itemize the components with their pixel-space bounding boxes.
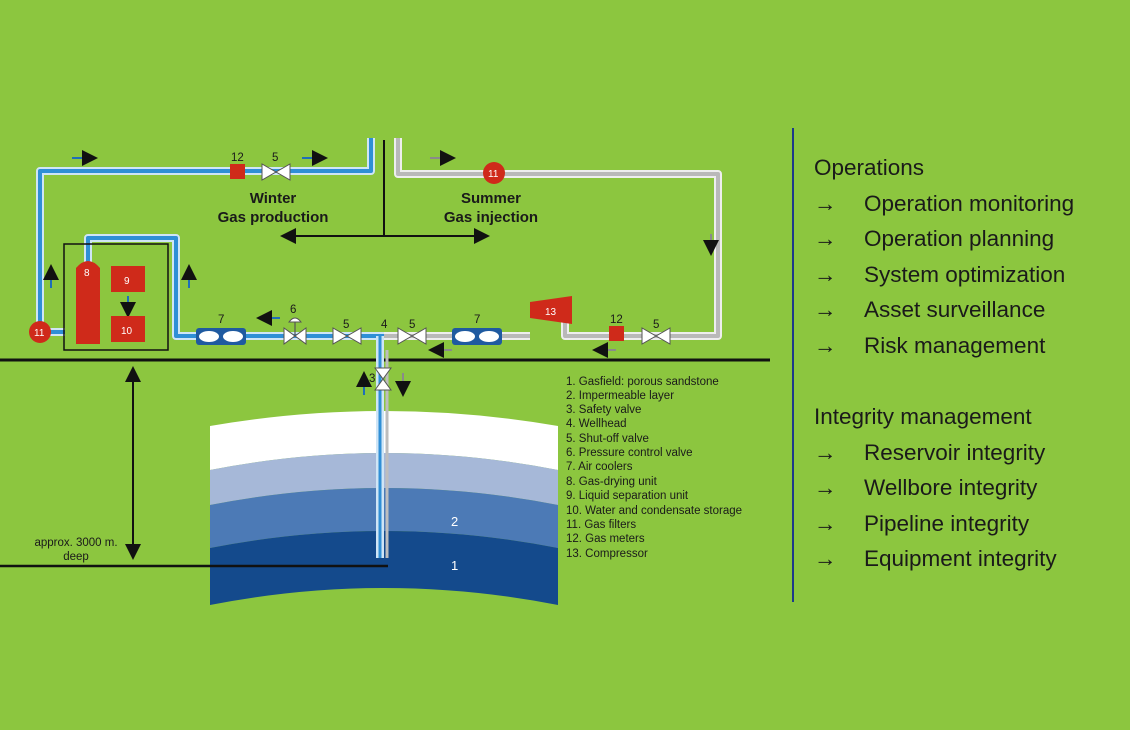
list-item: → Equipment integrity bbox=[814, 541, 1122, 577]
shutoff-valve-mid-right bbox=[397, 327, 427, 345]
list-item: → System optimization bbox=[814, 257, 1122, 293]
list-item-label: Reservoir integrity bbox=[864, 439, 1046, 465]
winter-label-line2: Gas production bbox=[218, 209, 329, 226]
air-cooler-right bbox=[452, 328, 502, 345]
num-7-left: 7 bbox=[218, 314, 224, 326]
component-numbers: 12 5 11 11 8 9 10 7 7 6 5 4 5 13 12 5 3 … bbox=[34, 152, 659, 573]
winter-label-line1: Winter bbox=[250, 190, 297, 207]
num-2: 2 bbox=[451, 514, 458, 529]
legend-item: 7. Air coolers bbox=[566, 461, 633, 473]
arrow-right-icon: → bbox=[814, 261, 837, 287]
num-12-top: 12 bbox=[231, 152, 244, 164]
equipment bbox=[29, 162, 671, 391]
list-item-label: System optimization bbox=[864, 261, 1066, 287]
list-item: → Reservoir integrity bbox=[814, 435, 1122, 471]
num-4: 4 bbox=[381, 319, 388, 331]
num-12-right: 12 bbox=[610, 314, 623, 326]
legend-item: 3. Safety valve bbox=[566, 404, 641, 416]
arrow-right-icon: → bbox=[814, 332, 837, 358]
arrow-right-icon: → bbox=[814, 439, 837, 465]
section-title-operations: Operations bbox=[814, 155, 925, 180]
svg-text:deep: deep bbox=[63, 551, 89, 563]
num-5-right: 5 bbox=[653, 319, 659, 331]
num-9: 9 bbox=[124, 276, 130, 287]
list-item: → Risk management bbox=[814, 328, 1122, 364]
gas-meter-top bbox=[230, 164, 245, 179]
list-item: → Wellbore integrity bbox=[814, 470, 1122, 506]
layer-gasfield bbox=[210, 531, 558, 605]
gas-filter-top bbox=[483, 162, 505, 184]
list-item: → Asset surveillance bbox=[814, 292, 1122, 328]
shutoff-valve-top bbox=[261, 163, 291, 181]
num-6: 6 bbox=[290, 304, 296, 316]
arrow-right-icon: → bbox=[814, 510, 837, 536]
list-item-label: Wellbore integrity bbox=[864, 475, 1038, 500]
legend-item: 11. Gas filters bbox=[566, 519, 636, 531]
num-3: 3 bbox=[369, 373, 375, 385]
list-item-label: Operation planning bbox=[864, 226, 1055, 251]
list-item: → Pipeline integrity bbox=[814, 506, 1122, 542]
legend-item: 5. Shut-off valve bbox=[566, 433, 649, 445]
num-1: 1 bbox=[451, 558, 458, 573]
legend-item: 12. Gas meters bbox=[566, 533, 645, 545]
list-item-label: Pipeline integrity bbox=[864, 510, 1030, 536]
arrow-right-icon: → bbox=[814, 226, 837, 251]
arrow-right-icon: → bbox=[814, 190, 837, 216]
legend-item: 1. Gasfield: porous sandstone bbox=[566, 376, 719, 388]
safety-valve bbox=[374, 367, 392, 391]
list-item-label: Equipment integrity bbox=[864, 546, 1057, 571]
treatment-enclosure bbox=[63, 243, 169, 351]
arrow-right-icon: → bbox=[814, 546, 837, 571]
num-13: 13 bbox=[545, 307, 557, 318]
legend: 1. Gasfield: porous sandstone 2. Imperme… bbox=[566, 376, 742, 560]
list-item-label: Operation monitoring bbox=[864, 190, 1075, 216]
list-item-label: Asset surveillance bbox=[864, 297, 1046, 322]
legend-item: 10. Water and condensate storage bbox=[566, 505, 742, 517]
num-5-mid-right: 5 bbox=[409, 319, 415, 331]
legend-item: 2. Impermeable layer bbox=[566, 390, 674, 402]
air-cooler-left bbox=[196, 328, 246, 345]
gas-meter-right bbox=[609, 326, 624, 341]
num-5-top: 5 bbox=[272, 152, 278, 164]
legend-item: 6. Pressure control valve bbox=[566, 447, 693, 459]
condensate-storage bbox=[111, 316, 145, 342]
num-8: 8 bbox=[84, 268, 90, 279]
shutoff-valve-mid-left bbox=[332, 327, 362, 345]
legend-item: 9. Liquid separation unit bbox=[566, 490, 689, 502]
liquid-separation-unit bbox=[111, 266, 145, 292]
list-item-label: Risk management bbox=[864, 332, 1046, 358]
legend-item: 8. Gas-drying unit bbox=[566, 476, 658, 488]
operations-list: → Operation monitoring → Operation plannin… bbox=[814, 186, 1122, 364]
integrity-list: → Reservoir integrity → Wellbore integrity… bbox=[814, 435, 1122, 577]
legend-item: 13. Compressor bbox=[566, 548, 648, 560]
shutoff-valve-right bbox=[641, 327, 671, 345]
flow-arrows bbox=[43, 150, 719, 397]
gas-filter-left bbox=[29, 321, 51, 343]
num-7-right: 7 bbox=[474, 314, 480, 326]
num-11-top: 11 bbox=[488, 169, 499, 180]
list-item: → Operation planning bbox=[814, 221, 1122, 257]
reservoir-layers bbox=[210, 411, 558, 605]
gas-storage-diagram: 12 5 11 11 8 9 10 7 7 6 5 4 5 13 12 5 3 … bbox=[0, 138, 770, 605]
list-item: → Operation monitoring bbox=[814, 186, 1122, 222]
compressor bbox=[530, 296, 572, 324]
season-labels: Winter Gas production Summer Gas injecti… bbox=[218, 190, 539, 226]
num-11-left: 11 bbox=[34, 328, 45, 339]
legend-item: 4. Wellhead bbox=[566, 418, 627, 430]
arrow-right-icon: → bbox=[814, 297, 837, 322]
num-10: 10 bbox=[121, 326, 133, 337]
arrow-right-icon: → bbox=[814, 475, 837, 500]
svg-text:approx. 3000 m.: approx. 3000 m. bbox=[34, 537, 117, 549]
capabilities-panel: Operations → Operation monitoring → Operat… bbox=[792, 128, 1122, 602]
gas-drying-unit bbox=[76, 261, 100, 344]
section-title-integrity: Integrity management bbox=[814, 404, 1032, 429]
num-5-mid-left: 5 bbox=[343, 319, 349, 331]
depth-label: approx. 3000 m. deep bbox=[34, 537, 117, 563]
summer-label-line1: Summer bbox=[461, 190, 521, 207]
pressure-control-valve bbox=[283, 317, 307, 345]
summer-label-line2: Gas injection bbox=[444, 209, 538, 226]
